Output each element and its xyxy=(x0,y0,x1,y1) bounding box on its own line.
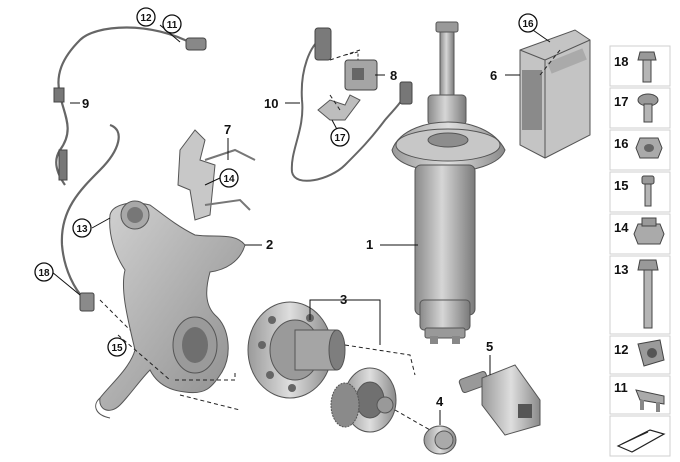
flange-nut-icon xyxy=(635,137,663,159)
callout-5: 5 xyxy=(486,339,493,354)
sensor-lead xyxy=(60,123,120,312)
diagram-reference-symbol xyxy=(609,415,671,457)
svg-text:11: 11 xyxy=(614,380,628,395)
circled-callout-18: 18 xyxy=(34,262,54,282)
circled-callout-17: 17 xyxy=(330,127,350,147)
svg-text:12: 12 xyxy=(140,13,152,24)
svg-text:12: 12 xyxy=(614,342,628,357)
bracket-part xyxy=(177,129,256,221)
special-tool xyxy=(458,364,541,436)
svg-text:15: 15 xyxy=(614,178,628,193)
callout-8: 8 xyxy=(390,68,397,83)
callout-2: 2 xyxy=(266,237,273,252)
legend-item-16: 16 xyxy=(609,129,671,171)
fastener-legend: 18 17 16 15 xyxy=(609,45,671,457)
svg-text:16: 16 xyxy=(614,136,628,151)
svg-text:11: 11 xyxy=(167,20,178,31)
svg-text:13: 13 xyxy=(614,262,628,277)
circled-callout-12: 12 xyxy=(136,7,156,27)
svg-text:17: 17 xyxy=(614,94,628,109)
short-bolt-icon xyxy=(641,175,655,207)
callout-3: 3 xyxy=(340,292,347,307)
circled-callout-14: 14 xyxy=(219,168,239,188)
svg-text:15: 15 xyxy=(111,343,123,354)
svg-text:18: 18 xyxy=(38,268,50,279)
legend-item-13: 13 xyxy=(609,255,671,335)
steering-knuckle xyxy=(95,200,246,419)
control-unit xyxy=(519,29,591,159)
svg-text:16: 16 xyxy=(522,19,534,30)
height-sensor xyxy=(290,27,413,182)
svg-text:18: 18 xyxy=(614,54,628,69)
wheel-hub-bearing xyxy=(247,301,397,433)
cable-bracket-icon xyxy=(635,389,665,412)
round-head-screw-icon xyxy=(637,93,659,123)
legend-item-11: 11 xyxy=(609,375,671,415)
callout-10: 10 xyxy=(264,96,278,111)
shock-absorber-strut xyxy=(391,21,506,344)
cable-clip-icon xyxy=(637,339,665,367)
callout-6: 6 xyxy=(490,68,497,83)
svg-text:13: 13 xyxy=(76,224,88,235)
dust-cap xyxy=(423,425,457,455)
long-bolt-icon xyxy=(637,259,659,329)
circled-callout-16: 16 xyxy=(518,13,538,33)
circled-callout-13: 13 xyxy=(72,218,92,238)
circled-callouts: 12 11 13 14 15 16 17 18 xyxy=(34,7,538,357)
flange-bolt-icon xyxy=(637,51,657,83)
svg-text:14: 14 xyxy=(614,220,629,235)
wheel-speed-sensor-cable xyxy=(53,26,207,186)
assembly-lines xyxy=(99,49,561,431)
callout-labels: 1 2 3 4 5 6 7 8 9 10 xyxy=(82,68,497,409)
circled-callout-11: 11 xyxy=(162,14,182,34)
circled-callout-15: 15 xyxy=(107,337,127,357)
legend-item-15: 15 xyxy=(609,171,671,213)
legend-item-18: 18 xyxy=(609,45,671,87)
callout-7: 7 xyxy=(224,122,231,137)
callout-4: 4 xyxy=(436,394,444,409)
hex-collar-nut-icon xyxy=(633,217,665,245)
legend-item-14: 14 xyxy=(609,213,671,255)
svg-text:14: 14 xyxy=(223,174,235,185)
legend-item-12: 12 xyxy=(609,335,671,375)
svg-text:17: 17 xyxy=(334,133,346,144)
callout-1: 1 xyxy=(366,237,373,252)
legend-item-17: 17 xyxy=(609,87,671,129)
callout-9: 9 xyxy=(82,96,89,111)
